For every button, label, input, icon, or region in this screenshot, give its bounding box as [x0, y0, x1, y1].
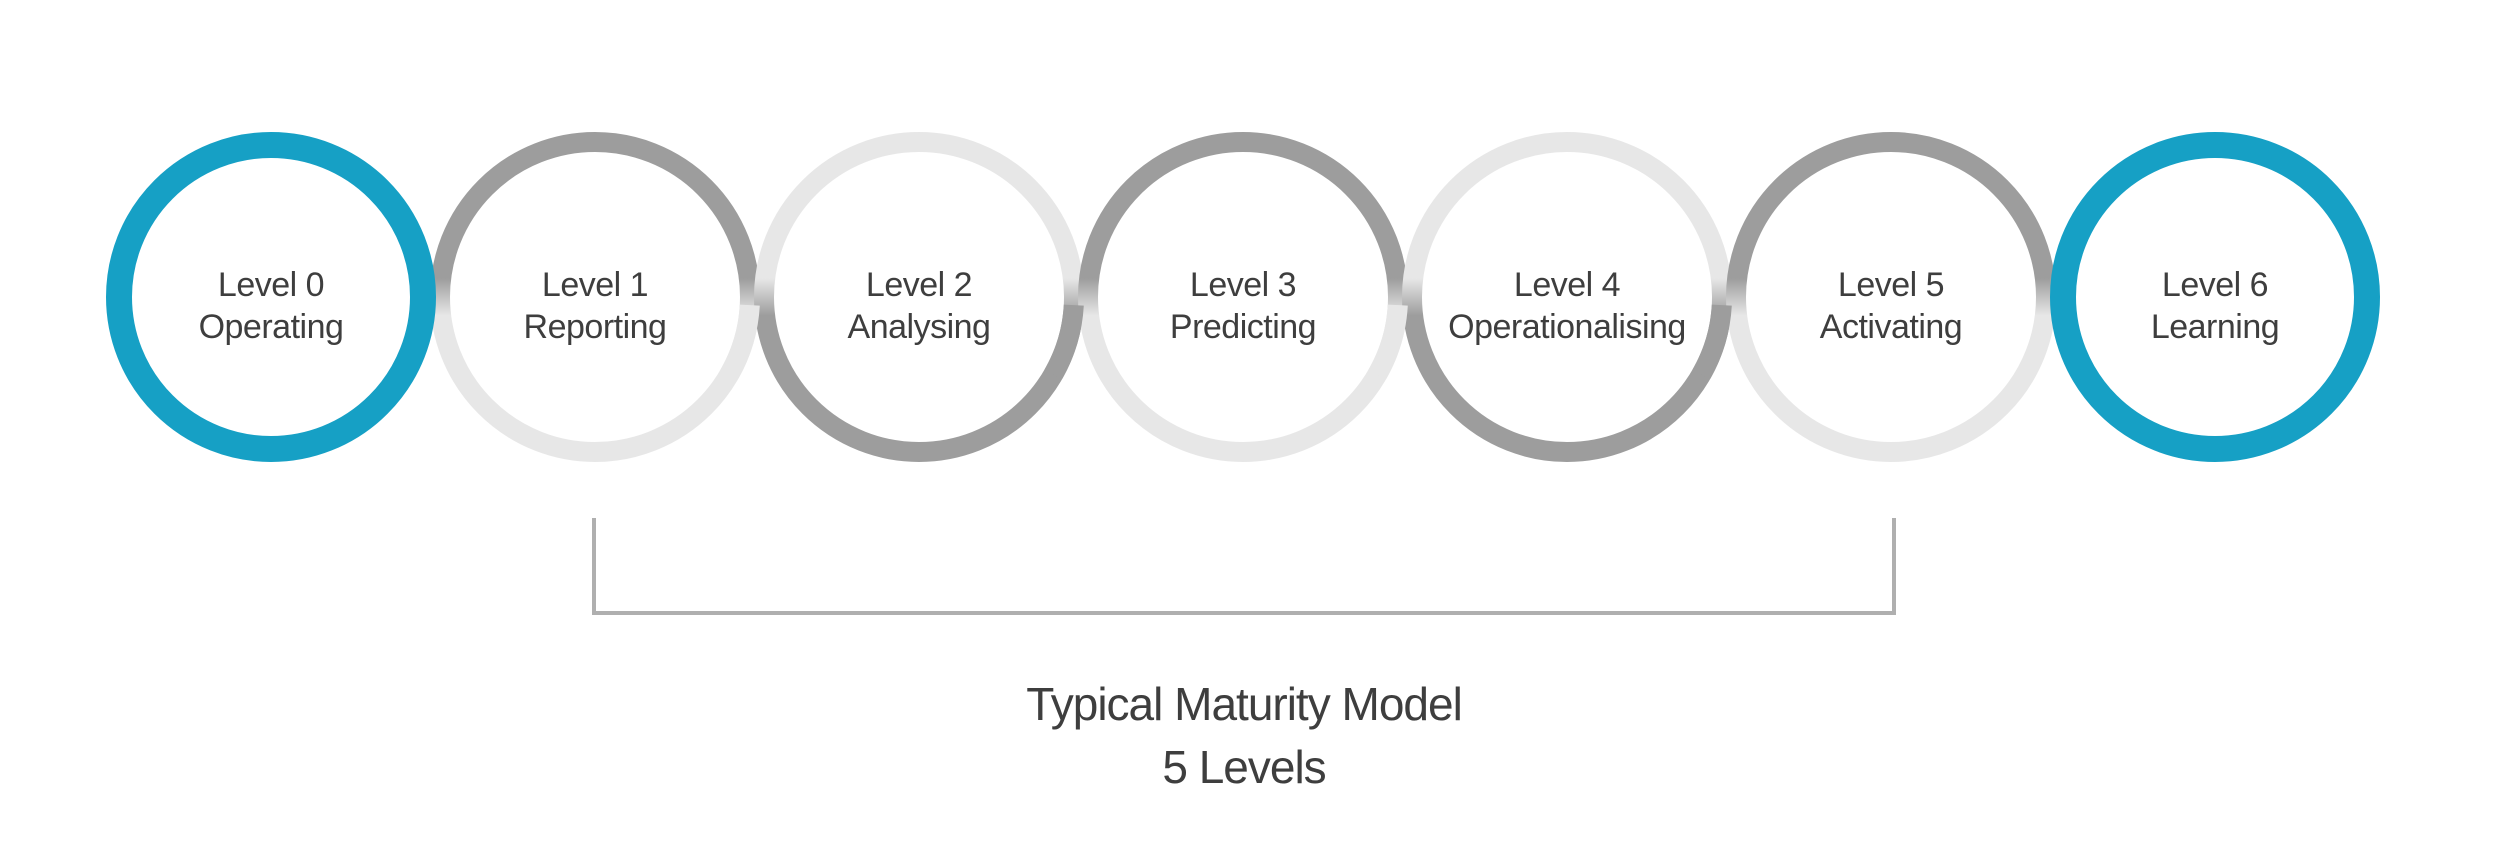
level-3-ring — [1078, 132, 1408, 462]
caption-line-2: 5 Levels — [1162, 741, 1325, 793]
level-0-ring — [106, 132, 436, 462]
level-6-label: Level 6 Learning — [2151, 266, 2280, 346]
level-4-title: Level 4 — [1514, 266, 1620, 304]
level-2-title: Level 2 — [866, 266, 972, 304]
level-6-name: Learning — [2151, 308, 2279, 346]
level-5-label: Level 5 Activating — [1820, 266, 1963, 346]
level-1-title: Level 1 — [542, 266, 648, 304]
bracket — [592, 518, 1896, 615]
interlock-arc-1-2 — [720, 304, 760, 380]
level-2-label: Level 2 Analysing — [848, 266, 991, 346]
level-4-ring — [1402, 132, 1732, 462]
level-4-label: Level 4 Operationalising — [1448, 266, 1686, 346]
level-1-name: Reporting — [524, 308, 667, 346]
level-6-ring — [2050, 132, 2380, 462]
level-3-name: Predicting — [1170, 308, 1316, 346]
level-1-ring — [430, 132, 760, 462]
level-0-label: Level 0 Operating — [199, 266, 344, 346]
interlock-arc-2-3 — [1044, 304, 1084, 380]
level-1-label: Level 1 Reporting — [524, 266, 667, 346]
level-0-name: Operating — [199, 308, 344, 346]
interlock-arc-3-4 — [1368, 304, 1408, 380]
interlock-arc-4-5 — [1692, 304, 1732, 380]
level-3-label: Level 3 Predicting — [1170, 266, 1317, 346]
level-5-name: Activating — [1820, 308, 1962, 346]
level-5-title: Level 5 — [1838, 266, 1944, 304]
level-4-name: Operationalising — [1448, 308, 1686, 346]
level-5-ring — [1726, 132, 2056, 462]
level-0-title: Level 0 — [218, 266, 324, 304]
diagram-caption: Typical Maturity Model 5 Levels — [1026, 678, 1463, 793]
level-3-title: Level 3 — [1190, 266, 1296, 304]
level-2-ring — [754, 132, 1084, 462]
caption-line-1: Typical Maturity Model — [1026, 678, 1462, 730]
level-2-name: Analysing — [848, 308, 991, 346]
level-6-title: Level 6 — [2162, 266, 2268, 304]
